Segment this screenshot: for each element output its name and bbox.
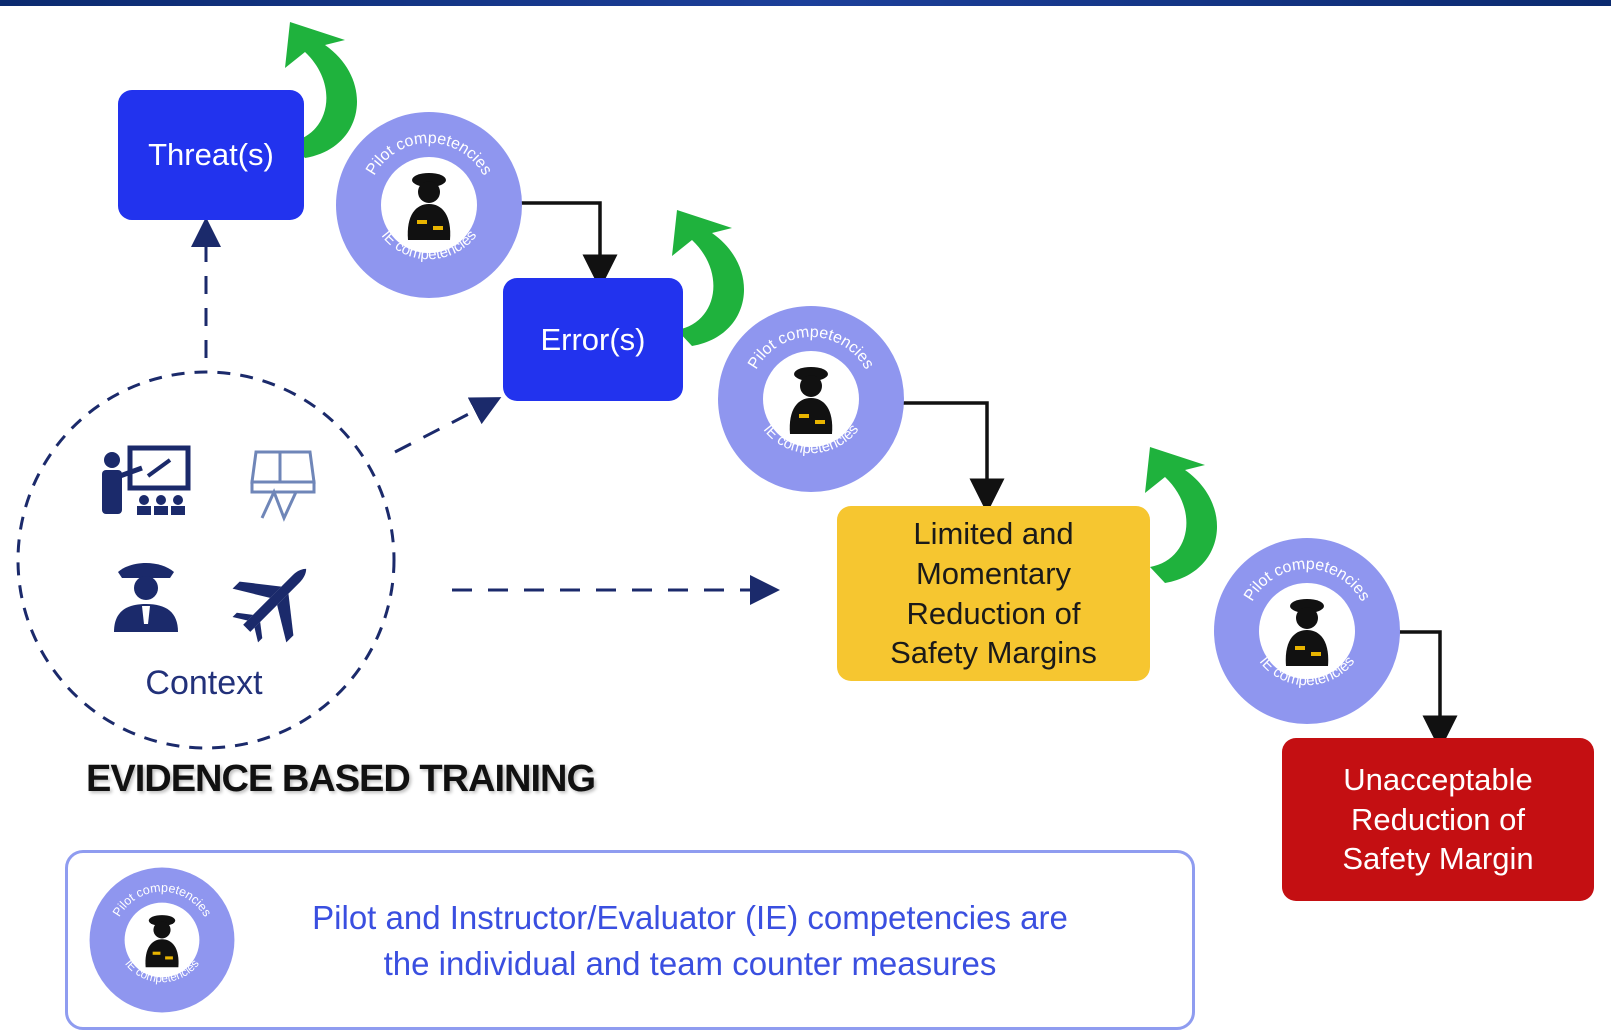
simulator-icon	[250, 450, 316, 522]
page-title: EVIDENCE BASED TRAINING	[86, 758, 596, 800]
top-banner-stripe	[0, 0, 1611, 6]
threats-box: Threat(s)	[118, 90, 304, 220]
limited-line-3: Reduction of	[906, 595, 1081, 631]
legend-line-2: the individual and team counter measures	[383, 945, 997, 982]
pilot-figure-icon	[789, 367, 833, 434]
limited-line-1: Limited and	[913, 516, 1074, 552]
unacceptable-line-3: Safety Margin	[1342, 841, 1534, 877]
pilot-figure-icon	[407, 173, 451, 240]
airplane-icon	[232, 568, 307, 643]
limited-line-2: Momentary	[915, 555, 1072, 591]
unacceptable-line-2: Reduction of	[1350, 801, 1526, 837]
dashed-arrow-to-error	[394, 397, 502, 454]
legend-line-1: Pilot and Instructor/Evaluator (IE) comp…	[312, 899, 1068, 936]
unacceptable-line-1: Unacceptable	[1343, 761, 1533, 797]
pilot-figure-icon	[1285, 599, 1329, 666]
green-curved-arrow-limited	[1145, 447, 1218, 583]
errors-label: Error(s)	[540, 321, 646, 357]
legend-text: Pilot and Instructor/Evaluator (IE) comp…	[240, 895, 1140, 987]
unacceptable-reduction-box: Unacceptable Reduction of Safety Margin	[1282, 738, 1594, 901]
limited-reduction-box: Limited and Momentary Reduction of Safet…	[837, 506, 1150, 681]
legend-competency-badge: Pilot competencies IE competencies	[89, 867, 235, 1013]
green-curved-arrow-error	[672, 210, 745, 346]
competency-badge-3: Pilot competencies IE competencies	[1214, 538, 1400, 724]
competency-badge-2: Pilot competencies IE competencies	[718, 306, 904, 492]
threats-label: Threat(s)	[148, 137, 274, 173]
context-label: Context	[145, 664, 263, 702]
context-circle	[16, 370, 396, 750]
legend-box	[65, 850, 1195, 1030]
green-curved-arrow-threat	[285, 22, 358, 158]
pilot-icon	[114, 563, 178, 632]
classroom-icon	[102, 445, 191, 515]
pilot-figure-icon	[145, 915, 179, 968]
competency-badge-1: Pilot competencies IE competencies	[336, 112, 522, 298]
errors-box: Error(s)	[503, 278, 683, 401]
limited-line-4: Safety Margins	[890, 635, 1097, 671]
